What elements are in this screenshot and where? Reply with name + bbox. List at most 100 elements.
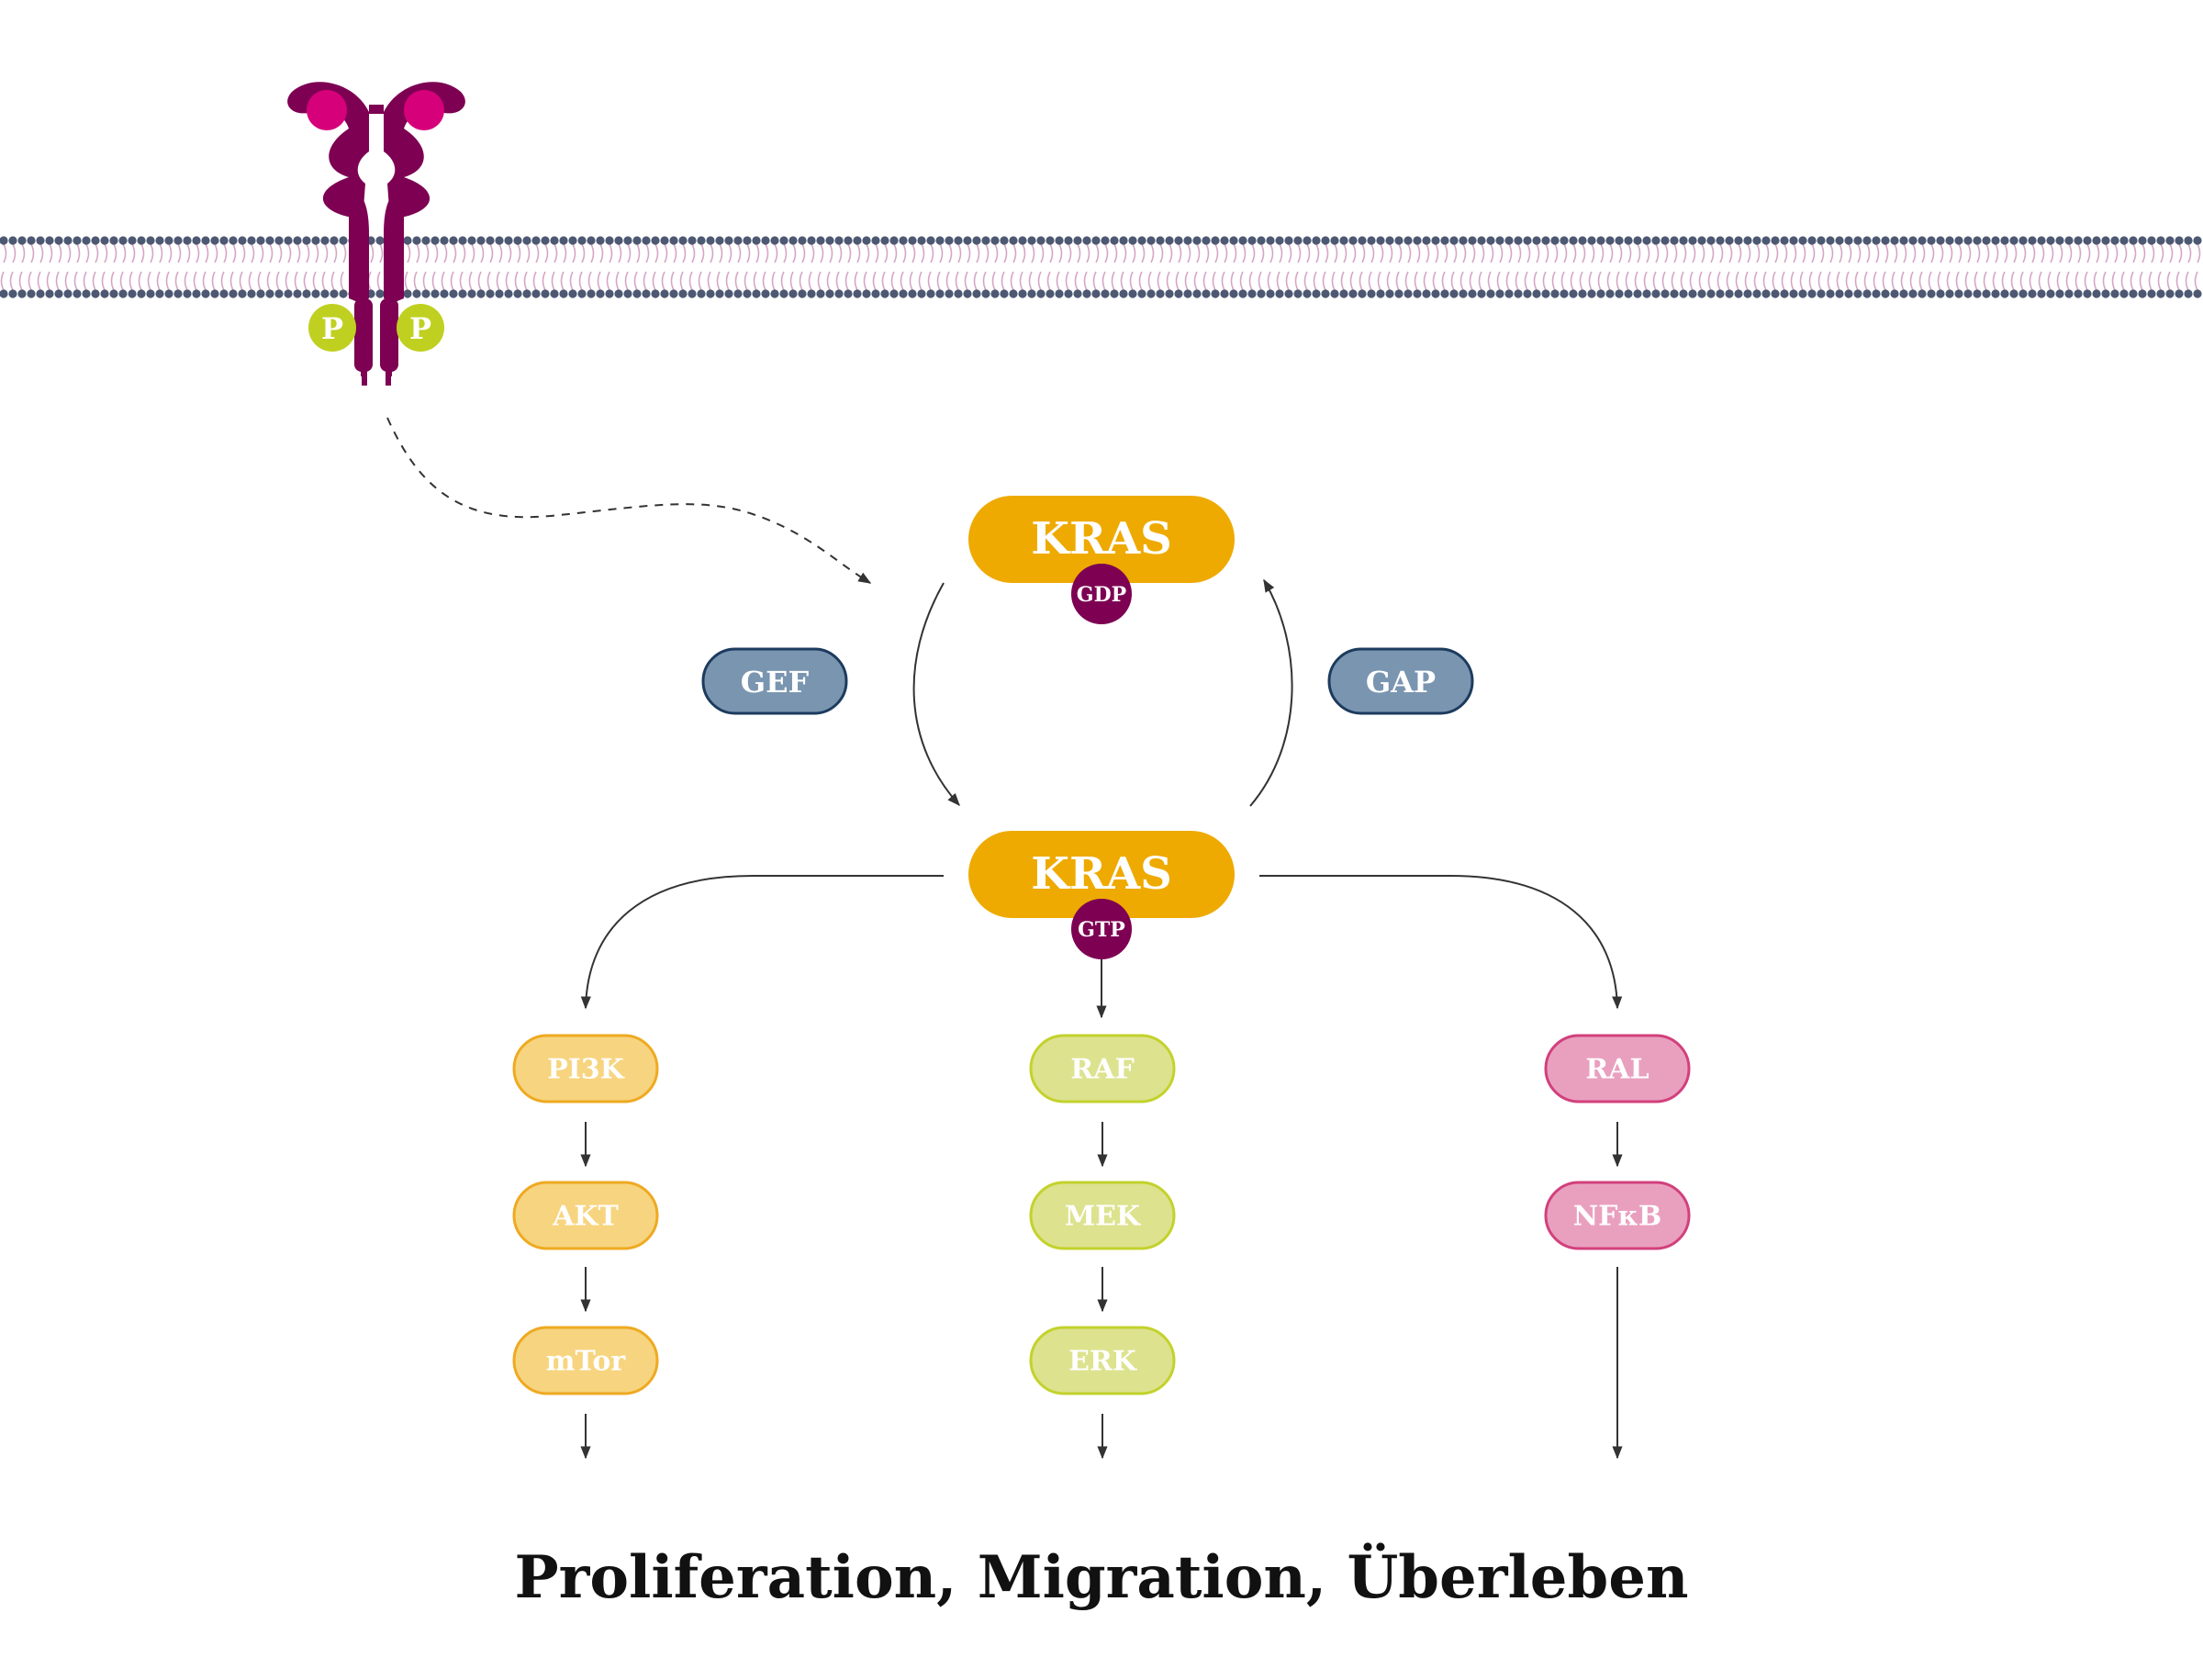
lipid-tail — [2047, 243, 2054, 291]
lipid-head — [1661, 289, 1670, 298]
lipid-head — [210, 289, 219, 298]
lipid-head — [1091, 236, 1101, 245]
lipid-head — [320, 236, 330, 245]
lipid-head — [467, 236, 476, 245]
lipid-tail — [1157, 243, 1164, 291]
lipid-head — [1266, 236, 1275, 245]
lipid-head — [458, 289, 467, 298]
lipid-head — [17, 289, 27, 298]
lipid-head — [431, 236, 440, 245]
lipid-head — [1826, 236, 1835, 245]
lipid-head — [1550, 236, 1560, 245]
lipid-head — [2083, 289, 2092, 298]
lipid-head — [1174, 236, 1183, 245]
lipid-head — [1192, 289, 1202, 298]
lipid-head — [1936, 289, 1945, 298]
lipid-tail — [147, 243, 154, 291]
lipid-tail — [1854, 243, 1862, 291]
lipid-tail — [551, 243, 558, 291]
lipid-head — [1908, 289, 1918, 298]
lipid-tail — [1689, 243, 1696, 291]
lipid-head — [945, 236, 954, 245]
lipid-tail — [1303, 243, 1311, 291]
lipid-tail — [835, 243, 843, 291]
lipid-tail — [1404, 243, 1412, 291]
lipid-head — [853, 289, 862, 298]
lipid-head — [779, 236, 788, 245]
kras-gdp-pill — [968, 496, 1235, 583]
lipid-head — [880, 289, 889, 298]
lipid-head — [2009, 236, 2018, 245]
lipid-head — [1403, 236, 1413, 245]
receptor-bridge — [369, 105, 384, 114]
lipid-head — [651, 236, 660, 245]
lipid-head — [1550, 289, 1560, 298]
lipid-head — [1835, 236, 1844, 245]
lipid-head — [1596, 289, 1605, 298]
lipid-tail — [1671, 243, 1678, 291]
pi3k-pill — [512, 1034, 659, 1103]
lipid-head — [1137, 289, 1146, 298]
lipid-head — [1247, 289, 1257, 298]
lipid-tail — [789, 243, 797, 291]
lipid-head — [476, 236, 486, 245]
lipid-tail — [505, 243, 512, 291]
lipid-head — [889, 289, 899, 298]
receptor-left-lobe — [287, 82, 369, 221]
lipid-tail — [1799, 243, 1806, 291]
lipid-head — [1156, 289, 1165, 298]
lipid-tail — [1074, 243, 1081, 291]
lipid-head — [1431, 289, 1440, 298]
lipid-head — [1238, 289, 1247, 298]
lipid-head — [596, 236, 605, 245]
lipid-tail — [2093, 243, 2100, 291]
gdp-badge-label: GDP — [1077, 583, 1126, 607]
lipid-head — [192, 236, 201, 245]
lipid-tail — [1285, 243, 1292, 291]
lipid-head — [1541, 236, 1550, 245]
lipid-tail — [1515, 243, 1522, 291]
lipid-head — [1459, 236, 1468, 245]
lipid-head — [449, 289, 458, 298]
lipid-tail — [918, 243, 925, 291]
lipid-tail — [1836, 243, 1843, 291]
lipid-head — [541, 236, 550, 245]
mtor-label: mTor — [546, 1346, 627, 1378]
lipid-head — [1422, 289, 1431, 298]
lipid-head — [2092, 236, 2101, 245]
gtp-badge-label: GTP — [1078, 918, 1125, 942]
mtor-pill — [512, 1326, 659, 1395]
lipid-head — [1183, 236, 1192, 245]
lipid-head — [27, 289, 36, 298]
lipid-head — [201, 236, 210, 245]
lipid-tail — [1065, 243, 1072, 291]
mek-label: MEK — [1065, 1201, 1141, 1233]
lipid-head — [293, 289, 302, 298]
lipid-tail — [1395, 243, 1403, 291]
outcome-caption: Proliferation, Migration, Überleben — [514, 1542, 1688, 1612]
lipid-tail — [165, 243, 173, 291]
lipid-head — [1275, 236, 1284, 245]
cell-membrane — [0, 236, 2202, 298]
lipid-tail — [367, 243, 375, 291]
lipid-head — [1110, 289, 1119, 298]
lipid-head — [1569, 289, 1578, 298]
lipid-head — [880, 236, 889, 245]
lipid-tail — [1808, 243, 1816, 291]
lipid-tail — [73, 243, 81, 291]
lipid-head — [100, 236, 109, 245]
lipid-head — [1018, 289, 1027, 298]
lipid-head — [1688, 289, 1697, 298]
lipid-head — [1367, 236, 1376, 245]
lipid-head — [440, 236, 449, 245]
lipid-head — [1220, 236, 1229, 245]
lipid-tail — [1469, 243, 1476, 291]
lipid-tail — [1726, 243, 1733, 291]
lipid-head — [73, 289, 82, 298]
lipid-head — [1413, 236, 1422, 245]
lipid-head — [1303, 236, 1312, 245]
lipid-tail — [1588, 243, 1595, 291]
lipid-head — [2009, 289, 2018, 298]
lipid-head — [1862, 236, 1872, 245]
